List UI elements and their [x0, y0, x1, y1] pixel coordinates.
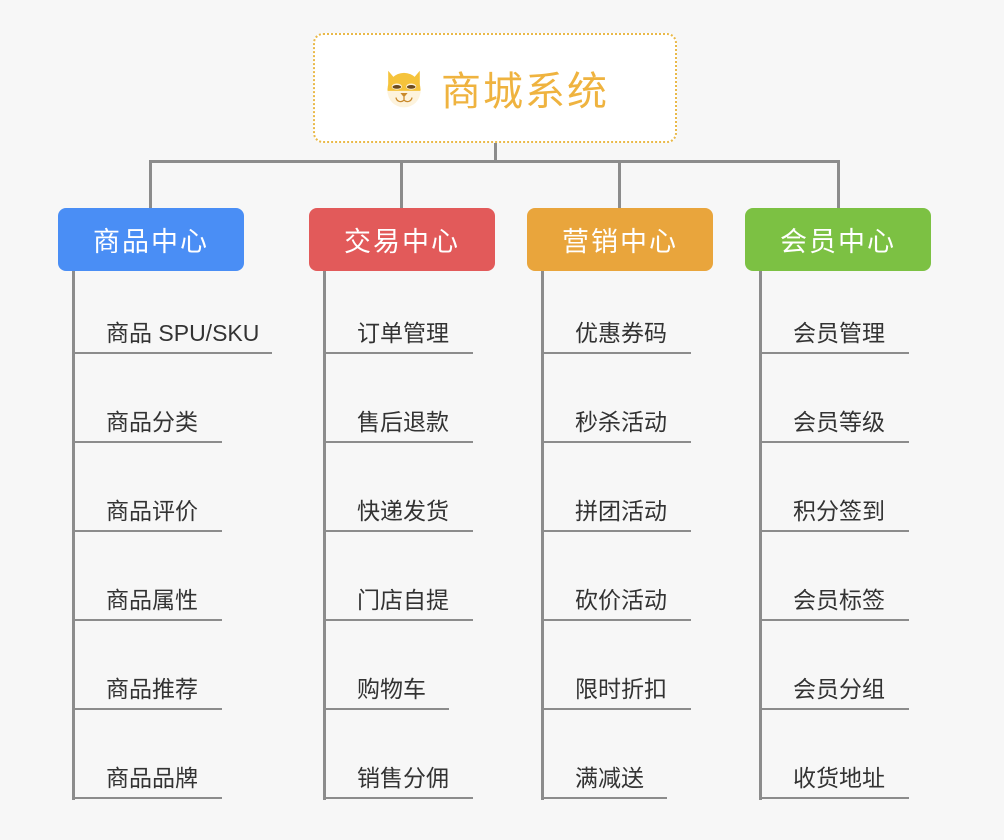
leaf-label: 会员分组 [793, 675, 885, 702]
leaf-label: 满减送 [575, 764, 644, 791]
horizontal-bus-connector [150, 160, 840, 163]
leaf-label: 优惠券码 [575, 319, 667, 346]
leaf-item[interactable]: 商品属性 [72, 567, 222, 621]
leaf-label: 门店自提 [357, 586, 449, 613]
leaf-item[interactable]: 商品评价 [72, 478, 222, 532]
leaf-item[interactable]: 满减送 [541, 745, 667, 799]
leaf-label: 拼团活动 [575, 497, 667, 524]
leaf-item[interactable]: 商品品牌 [72, 745, 222, 799]
root-node[interactable]: 商城系统 [313, 33, 677, 143]
leaf-item[interactable]: 会员标签 [759, 567, 909, 621]
leaf-item[interactable]: 秒杀活动 [541, 389, 691, 443]
leaf-item[interactable]: 限时折扣 [541, 656, 691, 710]
root-stem-connector [494, 143, 497, 163]
column-spine [541, 271, 544, 800]
leaf-item[interactable]: 优惠券码 [541, 300, 691, 354]
drop-connector-member [837, 160, 840, 208]
drop-connector-product [149, 160, 152, 208]
category-label: 营销中心 [562, 227, 678, 257]
leaf-item[interactable]: 积分签到 [759, 478, 909, 532]
leaf-label: 收货地址 [793, 764, 885, 791]
leaf-label: 商品品牌 [106, 764, 198, 791]
leaf-label: 商品推荐 [106, 675, 198, 702]
category-label: 商品中心 [93, 227, 209, 257]
drop-connector-marketing [618, 160, 621, 208]
leaf-label: 秒杀活动 [575, 408, 667, 435]
leaf-item[interactable]: 砍价活动 [541, 567, 691, 621]
leaf-item[interactable]: 收货地址 [759, 745, 909, 799]
leaf-label: 砍价活动 [575, 586, 667, 613]
leaf-label: 快递发货 [357, 497, 449, 524]
leaf-item[interactable]: 购物车 [323, 656, 449, 710]
column-spine [759, 271, 762, 800]
leaf-label: 会员标签 [793, 586, 885, 613]
leaf-label: 购物车 [357, 675, 426, 702]
leaf-item[interactable]: 售后退款 [323, 389, 473, 443]
leaf-item[interactable]: 快递发货 [323, 478, 473, 532]
leaf-label: 商品属性 [106, 586, 198, 613]
leaf-label: 销售分佣 [357, 764, 449, 791]
leaf-item[interactable]: 拼团活动 [541, 478, 691, 532]
category-label: 会员中心 [780, 227, 896, 257]
leaf-item[interactable]: 销售分佣 [323, 745, 473, 799]
category-box-marketing-center[interactable]: 营销中心 [527, 208, 713, 271]
leaf-item[interactable]: 会员等级 [759, 389, 909, 443]
leaf-item[interactable]: 订单管理 [323, 300, 473, 354]
leaf-label: 限时折扣 [575, 675, 667, 702]
leaf-label: 售后退款 [357, 408, 449, 435]
leaf-item[interactable]: 会员分组 [759, 656, 909, 710]
leaf-item[interactable]: 商品推荐 [72, 656, 222, 710]
leaf-item[interactable]: 门店自提 [323, 567, 473, 621]
dog-face-icon [381, 65, 427, 111]
leaf-label: 商品分类 [106, 408, 198, 435]
leaf-item[interactable]: 商品分类 [72, 389, 222, 443]
category-box-product-center[interactable]: 商品中心 [58, 208, 244, 271]
drop-connector-trade [400, 160, 403, 208]
column-spine [323, 271, 326, 800]
leaf-label: 商品 SPU/SKU [106, 319, 260, 346]
leaf-label: 积分签到 [793, 497, 885, 524]
column-spine [72, 271, 75, 800]
category-box-trade-center[interactable]: 交易中心 [309, 208, 495, 271]
root-title: 商城系统 [441, 70, 609, 114]
leaf-label: 会员管理 [793, 319, 885, 346]
leaf-label: 商品评价 [106, 497, 198, 524]
leaf-label: 订单管理 [357, 319, 449, 346]
leaf-item[interactable]: 会员管理 [759, 300, 909, 354]
leaf-label: 会员等级 [793, 408, 885, 435]
leaf-item[interactable]: 商品 SPU/SKU [72, 300, 272, 354]
category-label: 交易中心 [344, 227, 460, 257]
category-box-member-center[interactable]: 会员中心 [745, 208, 931, 271]
